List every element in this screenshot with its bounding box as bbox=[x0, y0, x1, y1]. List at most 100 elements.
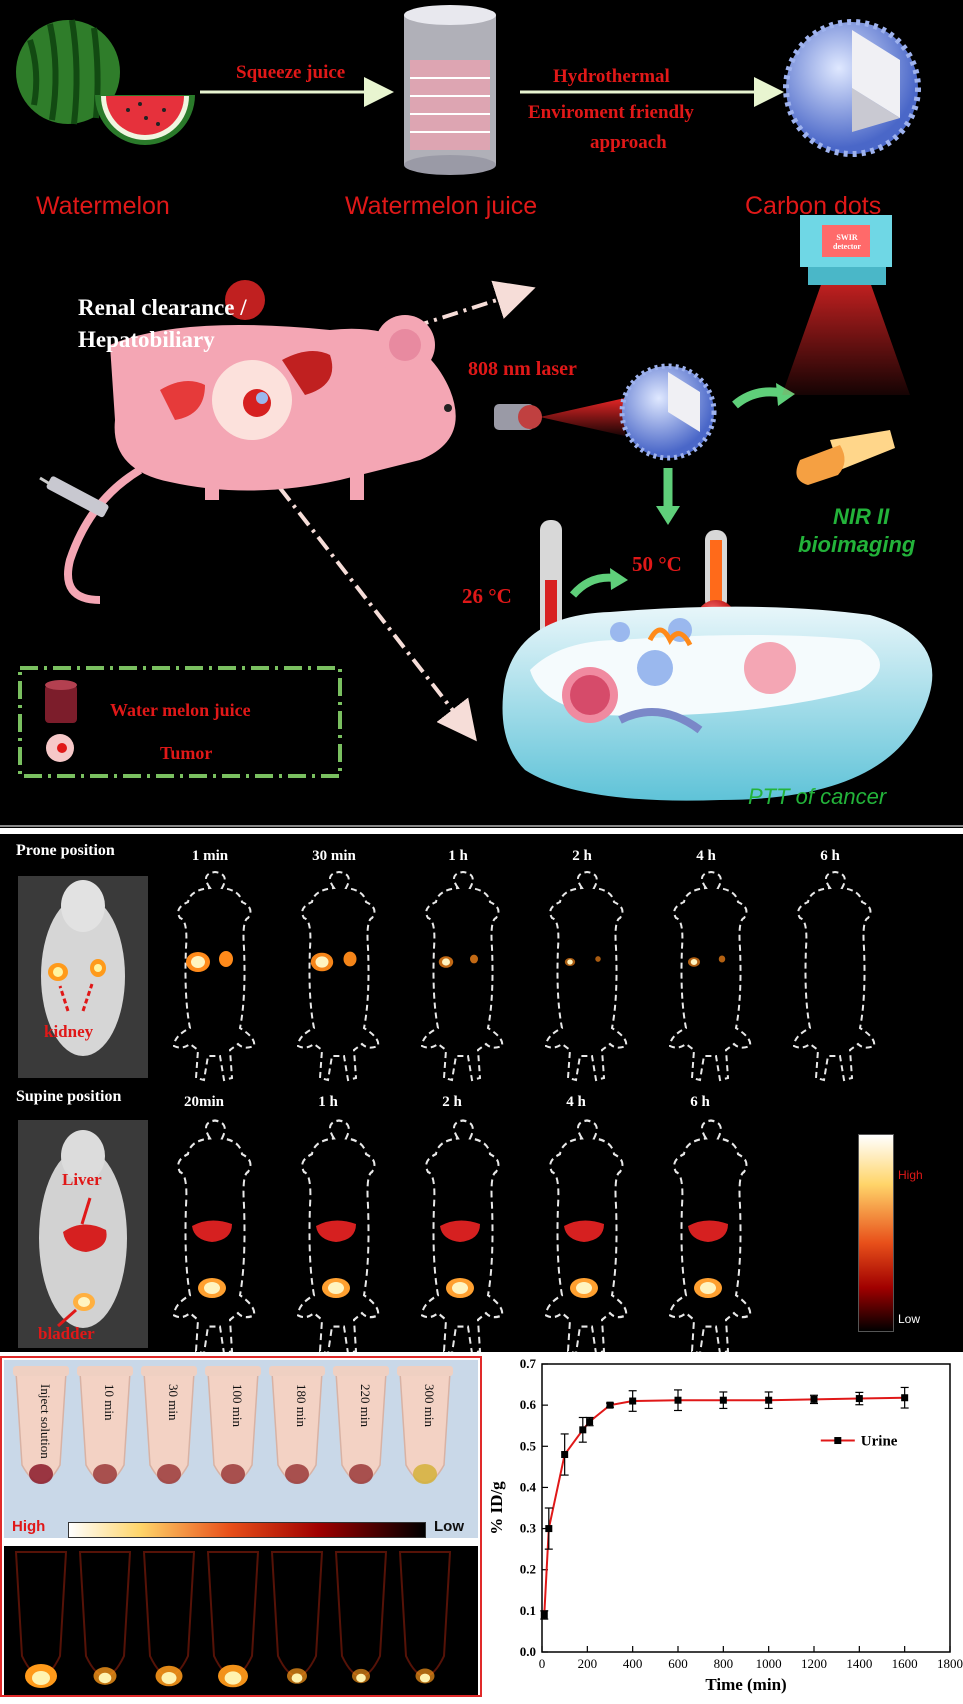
data-point bbox=[586, 1418, 594, 1426]
x-tick-label: 0 bbox=[539, 1656, 546, 1671]
tube-label: 30 min bbox=[166, 1384, 181, 1421]
prone-time-label: 6 h bbox=[820, 848, 840, 864]
laser-icon bbox=[494, 398, 625, 436]
tube-fluor-core bbox=[291, 1673, 303, 1683]
data-point bbox=[540, 1611, 548, 1619]
tube-fluor-6 bbox=[398, 1551, 452, 1684]
temp-low-label: 26 °C bbox=[462, 584, 512, 608]
y-tick-label: 0.4 bbox=[520, 1479, 537, 1494]
supine-frame-2: 2 h bbox=[420, 1094, 504, 1355]
tube-0: Inject solution bbox=[13, 1366, 69, 1484]
scale-high-label: High bbox=[898, 1168, 923, 1182]
legend-box bbox=[18, 666, 342, 778]
x-tick-label: 600 bbox=[668, 1656, 688, 1671]
scale-low-label: Low bbox=[898, 1312, 921, 1326]
series-line-urine bbox=[543, 1396, 905, 1616]
detector-icon bbox=[782, 215, 910, 395]
supine-frame-0: 20min bbox=[172, 1094, 256, 1355]
tubes-scale-bar bbox=[68, 1522, 426, 1538]
supine-frame-3: 4 h bbox=[544, 1094, 628, 1355]
prone-time-label: 4 h bbox=[696, 848, 716, 864]
data-point bbox=[719, 1396, 727, 1404]
data-point bbox=[545, 1525, 553, 1533]
tube-fluor-5 bbox=[334, 1551, 388, 1684]
y-tick-label: 0.3 bbox=[520, 1521, 537, 1536]
tube-label: Inject solution bbox=[38, 1384, 53, 1459]
tube-fluor-core bbox=[32, 1671, 50, 1685]
bladder-signal-core bbox=[576, 1282, 592, 1294]
syringe-icon bbox=[39, 476, 109, 518]
laser-label: 808 nm laser bbox=[468, 358, 577, 380]
tube-fluor-core bbox=[356, 1673, 366, 1683]
liver-signal bbox=[440, 1220, 480, 1242]
arrow2-label-3: approach bbox=[590, 132, 667, 153]
imaging-panel: Prone position Supine position kidney Li… bbox=[0, 834, 963, 1355]
tube-fluor-4 bbox=[270, 1551, 324, 1684]
data-point bbox=[810, 1395, 818, 1403]
supine-time-label: 6 h bbox=[690, 1094, 710, 1110]
data-point bbox=[561, 1451, 569, 1459]
tube-label: 180 min bbox=[294, 1384, 309, 1427]
y-tick-label: 0.6 bbox=[520, 1397, 537, 1412]
tube-4: 180 min bbox=[269, 1366, 325, 1484]
stage-watermelon: Watermelon bbox=[36, 192, 170, 220]
prone-frame-1: 30 min bbox=[296, 848, 380, 1082]
prone-photo: kidney bbox=[18, 876, 148, 1078]
bladder-signal-core bbox=[452, 1282, 468, 1294]
nir-label-1: NIR II bbox=[833, 504, 890, 529]
tube-5: 220 min bbox=[333, 1366, 389, 1484]
tube-fluor-2 bbox=[142, 1551, 196, 1687]
kidney-signal-left-core bbox=[442, 958, 450, 966]
kidney-signal-left-core bbox=[567, 959, 573, 965]
data-point bbox=[629, 1397, 637, 1405]
x-tick-label: 1800 bbox=[937, 1656, 963, 1671]
prone-frame-5: 6 h bbox=[792, 848, 876, 1082]
intensity-scale bbox=[858, 1134, 894, 1332]
supine-organ-label-2: bladder bbox=[38, 1324, 95, 1343]
liver-signal bbox=[316, 1220, 356, 1242]
kidney-signal-left-core bbox=[315, 956, 329, 968]
prone-time-label: 2 h bbox=[572, 848, 592, 864]
supine-frame-4: 6 h bbox=[668, 1094, 752, 1355]
supine-time-label: 4 h bbox=[566, 1094, 586, 1110]
tubes-scale-low: Low bbox=[434, 1518, 464, 1535]
supine-time-label: 2 h bbox=[442, 1094, 462, 1110]
stage-carbon-dots: Carbon dots bbox=[745, 192, 882, 220]
x-tick-label: 400 bbox=[623, 1656, 643, 1671]
prone-time-row: 1 min 30 min 1 h 2 h 4 h 6 h bbox=[150, 844, 950, 1084]
prone-time-label: 1 min bbox=[192, 848, 229, 864]
x-tick-label: 1200 bbox=[801, 1656, 827, 1671]
liver-signal bbox=[564, 1220, 604, 1242]
prone-images: 1 min 30 min 1 h 2 h 4 h 6 h bbox=[172, 848, 876, 1082]
x-axis-label: Time (min) bbox=[705, 1675, 786, 1694]
clearance-label-1: Renal clearance / bbox=[78, 295, 247, 320]
prone-frame-2: 1 h bbox=[420, 848, 504, 1082]
y-tick-label: 0.5 bbox=[520, 1438, 537, 1453]
data-point bbox=[765, 1396, 773, 1404]
tubes-photo: Inject solution 10 min 30 min 100 min 180 mi… bbox=[4, 1360, 478, 1538]
supine-time-label: 1 h bbox=[318, 1094, 338, 1110]
schematic-panel: Squeeze juice Hydrothermal Enviroment fr… bbox=[0, 0, 963, 828]
tube-fluor-core bbox=[98, 1672, 112, 1684]
arrow1-label: Squeeze juice bbox=[236, 62, 346, 83]
kidney-signal-right bbox=[219, 951, 233, 967]
legend-marker bbox=[834, 1437, 842, 1445]
kidney-signal-right bbox=[595, 956, 601, 962]
x-tick-label: 1600 bbox=[892, 1656, 918, 1671]
tube-fluor-core bbox=[419, 1673, 431, 1683]
y-tick-label: 0.7 bbox=[520, 1356, 537, 1371]
tube-fluor-1 bbox=[78, 1551, 132, 1685]
tube-fluor-3 bbox=[206, 1551, 260, 1688]
juice-cylinder-icon bbox=[404, 5, 496, 175]
x-tick-label: 1400 bbox=[846, 1656, 872, 1671]
watermelon-icon bbox=[16, 19, 195, 145]
tube-6: 300 min bbox=[397, 1366, 453, 1484]
tube-label: 100 min bbox=[230, 1384, 245, 1427]
kidney-signal-right bbox=[343, 951, 357, 967]
mouse-icon bbox=[64, 280, 456, 604]
supine-position-label: Supine position bbox=[16, 1088, 122, 1105]
clearance-label-2: Hepatobiliary bbox=[78, 327, 215, 352]
kidney-signal-left-core bbox=[690, 959, 698, 965]
tube-1: 10 min bbox=[77, 1366, 133, 1484]
